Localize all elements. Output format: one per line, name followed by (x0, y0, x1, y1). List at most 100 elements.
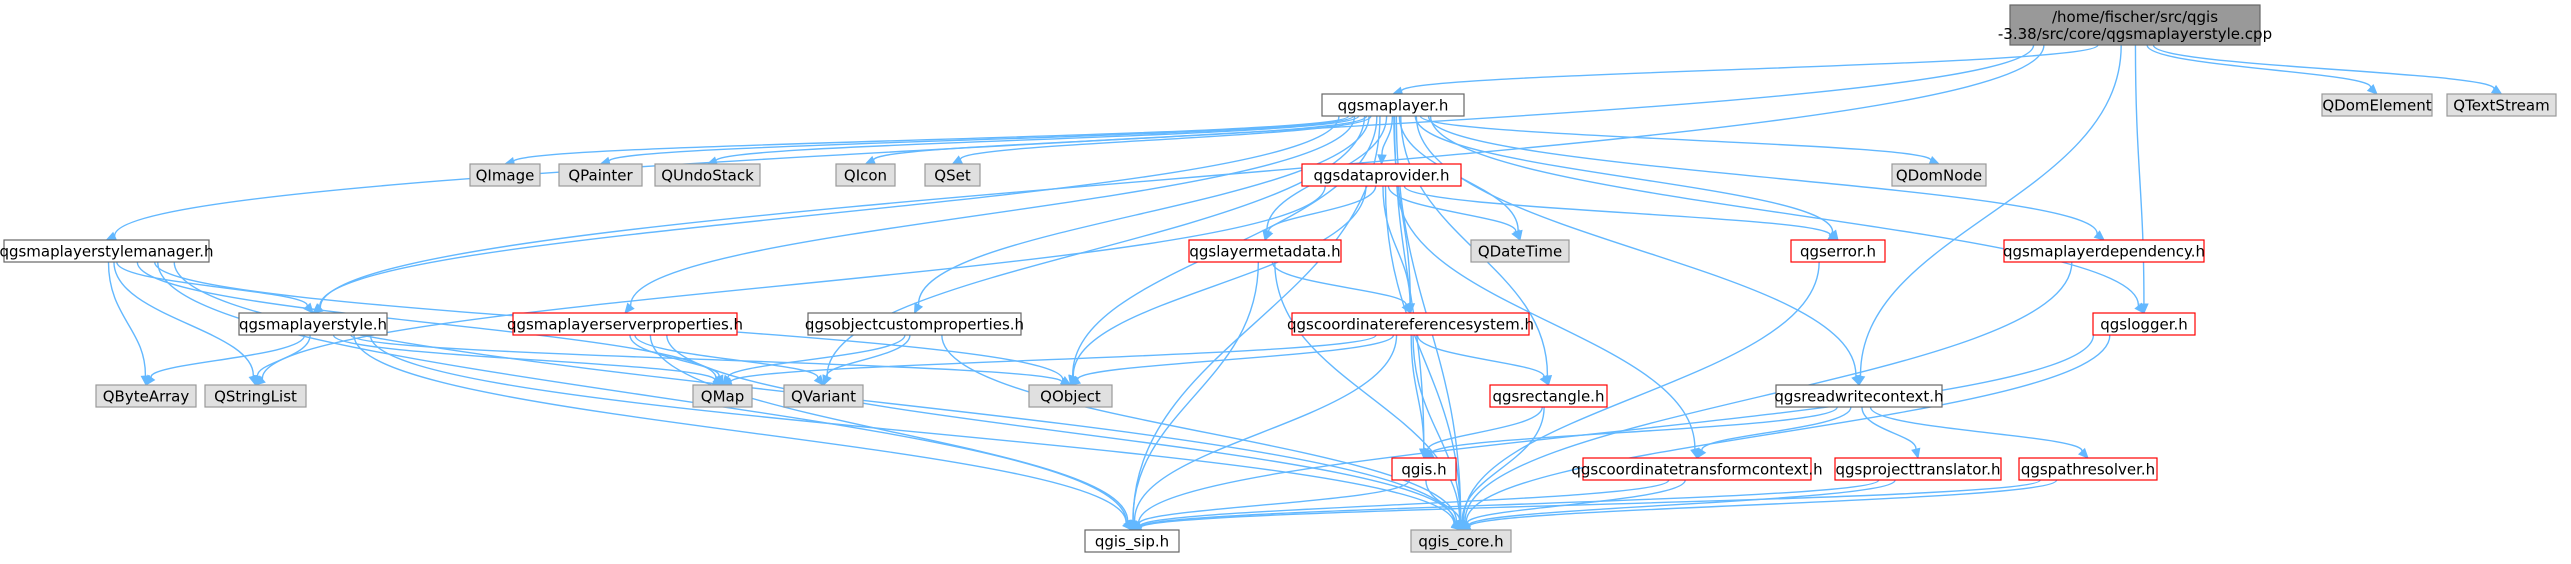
arrowhead-qgsmaplayerserverproperties_h-to-QMap (714, 374, 724, 387)
node-label: qgsprojecttranslator.h (1836, 461, 2001, 479)
node-label: qgsobjectcustomproperties.h (805, 316, 1024, 334)
edge-qgspathresolver_h-to-qgis_core_h (1468, 479, 2058, 528)
node-qgsprojecttranslator-h[interactable]: qgsprojecttranslator.h (1834, 457, 2002, 481)
edges-layer (105, 44, 2503, 533)
edge-root-to-qgslogger_h (2134, 44, 2145, 305)
node-label: qgscoordinatetransformcontext.h (1571, 461, 1822, 479)
arrowhead-qgsmaplayerstyle_h-to-QByteArray (145, 374, 156, 387)
node-qgslayermetadata-h[interactable]: qgslayermetadata.h (1188, 239, 1342, 263)
node-label: qgsmaplayerstyle.h (239, 316, 387, 334)
arrowhead-qgsmaplayerstyle_h-to-QStringList (253, 374, 263, 387)
edge-qgsdataprovider_h-to-QObject (1072, 185, 1367, 377)
arrowhead-qgsmaplayer_h-to-qgsmaplayerserverproperties_h (624, 302, 635, 314)
edge-qgsmaplayerserverproperties_h-to-qgis_sip_h (649, 334, 1129, 523)
node-label: QVariant (791, 388, 856, 406)
edge-root-to-QTextStream (2152, 44, 2495, 90)
edge-qgsmaplayerstylemanager_h-to-QByteArray (107, 261, 147, 377)
edge-qgsmaplayer_h-to-qgsmaplayerstyle_h (319, 115, 1340, 308)
node-box (1891, 163, 1987, 187)
edge-qgscoordinatereferencesystem_h-to-qgsrectangle_h (1416, 334, 1545, 378)
node-qgsmaplayer-h[interactable]: qgsmaplayer.h (1321, 93, 1465, 117)
node-QImage: QImage (469, 163, 541, 187)
node-qgsmaplayerstylemanager-h[interactable]: qgsmaplayerstylemanager.h (0, 239, 214, 263)
node-label: qgspathresolver.h (2021, 461, 2155, 479)
node-qgis-sip-h[interactable]: qgis_sip.h (1084, 529, 1180, 553)
node-qgsrectangle-h[interactable]: qgsrectangle.h (1489, 384, 1608, 408)
edge-qgsmaplayer_h-to-QUndoStack (715, 115, 1360, 162)
edge-qgslayermetadata_h-to-qgis_core_h (1274, 261, 1461, 522)
node-label: qgsrectangle.h (1493, 388, 1605, 406)
node-box (558, 163, 643, 187)
node-box (2018, 457, 2158, 481)
node-QStringList: QStringList (204, 384, 307, 408)
edge-qgsreadwritecontext_h-to-qgscoordinatetransformcontext_h (1701, 406, 1852, 452)
node-qgslogger-h[interactable]: qgslogger.h (2092, 312, 2196, 336)
edge-qgsmaplayerstylemanager_h-to-QStringList (113, 261, 254, 377)
edge-qgsmaplayer_h-to-qgsreadwritecontext_h (1415, 115, 1857, 377)
node-box (95, 384, 197, 408)
node-qgserror-h[interactable]: qgserror.h (1790, 239, 1886, 263)
edge-qgis_h-to-qgis_core_h (1425, 479, 1461, 522)
arrowhead-qgsmaplayer_h-to-qgsobjectcustomproperties_h (913, 302, 924, 315)
node-qgscoordinatetransformcontext-h[interactable]: qgscoordinatetransformcontext.h (1571, 457, 1823, 481)
arrowhead-qgsobjectcustomproperties_h-to-QVariant (822, 374, 832, 387)
edge-root-to-qgsreadwritecontext_h (1859, 44, 2122, 377)
node-box (2092, 312, 2196, 336)
edge-qgsdataprovider_h-to-QDateTime (1387, 185, 1517, 233)
node-label: QUndoStack (661, 167, 754, 185)
node-box (2009, 4, 2261, 46)
edge-qgsdataprovider_h-to-qgscoordinatereferencesystem_h (1382, 185, 1411, 305)
node-label: qgis_core.h (1418, 533, 1503, 552)
node-box (1301, 163, 1462, 187)
edge-root-to-qgsmaplayerstyle_h (319, 44, 2045, 308)
edge-qgsmaplayerdependency_h-to-qgis_core_h (1464, 261, 2073, 522)
node-qgsreadwritecontext-h[interactable]: qgsreadwritecontext.h (1774, 384, 1944, 408)
node-label: /home/fischer/src/qgis (2052, 8, 2218, 26)
node-qgspathresolver-h[interactable]: qgspathresolver.h (2018, 457, 2158, 481)
node-box (692, 384, 753, 408)
node-label: qgscoordinatereferencesystem.h (1287, 316, 1534, 334)
edge-qgsdataprovider_h-to-qgscoordinatetransformcontext_h (1396, 185, 1696, 450)
node-label: qgsmaplayerstylemanager.h (0, 243, 214, 261)
node-label: QPainter (568, 167, 633, 185)
node-label: QDomElement (2322, 97, 2431, 115)
edge-qgsmaplayerstyle_h-to-qgis_sip_h (353, 334, 1127, 524)
node-qgsmaplayerserverproperties-h[interactable]: qgsmaplayerserverproperties.h (507, 312, 743, 336)
node-QTextStream: QTextStream (2446, 93, 2557, 117)
node-QUndoStack: QUndoStack (654, 163, 761, 187)
edge-qgscoordinatereferencesystem_h-to-qgis_sip_h (1133, 334, 1398, 522)
edge-qgsmaplayerserverproperties_h-to-QMap (629, 334, 720, 377)
edge-qgscoordinatereferencesystem_h-to-QObject (1077, 334, 1395, 381)
node-qgsdataprovider-h[interactable]: qgsdataprovider.h (1301, 163, 1462, 187)
node-box (1489, 384, 1608, 408)
node-QDateTime: QDateTime (1470, 239, 1570, 263)
node-qgis-h[interactable]: qgis.h (1391, 457, 1457, 481)
edge-qgsmaplayerstylemanager_h-to-qgis_sip_h (157, 261, 1128, 524)
node-label: QTextStream (2453, 97, 2549, 115)
node-box (204, 384, 307, 408)
node-box (1028, 384, 1113, 408)
edge-qgsmaplayer_h-to-QDomNode (1419, 115, 1932, 162)
node-QObject: QObject (1028, 384, 1113, 408)
node-qgsobjectcustomproperties-h[interactable]: qgsobjectcustomproperties.h (805, 312, 1024, 336)
arrowhead-qgsdataprovider_h-to-qgslayermetadata_h (1264, 229, 1274, 242)
node-box (238, 312, 388, 336)
arrowhead-qgscoordinatereferencesystem_h-to-QObject (1069, 375, 1082, 386)
nodes-layer: /home/fischer/src/qgis-3.38/src/core/qgs… (0, 4, 2557, 553)
edge-qgsmaplayer_h-to-qgsmaplayerdependency_h (1427, 115, 2098, 235)
edge-root-to-QDomElement (2146, 44, 2372, 89)
edge-qgslayermetadata_h-to-qgscoordinatereferencesystem_h (1271, 261, 1407, 306)
node-QDomNode: QDomNode (1891, 163, 1987, 187)
node-qgsmaplayerdependency-h[interactable]: qgsmaplayerdependency.h (2003, 239, 2205, 263)
node-label: -3.38/src/core/qgsmaplayerstyle.cpp (1998, 25, 2272, 43)
node-qgscoordinatereferencesystem-h[interactable]: qgscoordinatereferencesystem.h (1287, 312, 1534, 336)
node-QMap: QMap (692, 384, 753, 408)
edge-qgsobjectcustomproperties_h-to-QVariant (826, 334, 911, 377)
arrowhead-qgsreadwritecontext_h-to-qgsprojecttranslator_h (1911, 447, 1921, 460)
node-box (924, 163, 981, 187)
node-qgsmaplayerstyle-h[interactable]: qgsmaplayerstyle.h (238, 312, 388, 336)
node-box (3, 239, 210, 263)
node-box (2321, 93, 2433, 117)
node-label: qgsmaplayer.h (1338, 97, 1449, 115)
